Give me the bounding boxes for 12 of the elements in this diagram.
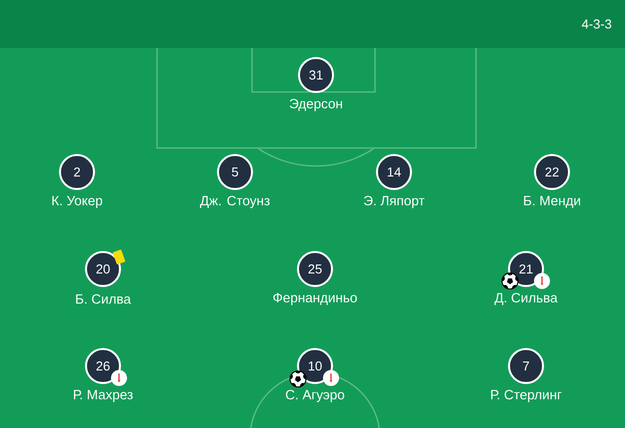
player-name: Фернандиньо <box>273 292 357 306</box>
player-name: С. Агуэро <box>286 390 344 402</box>
player-name: Дж. Стоунз <box>200 196 270 208</box>
formation-label: 4-3-3 <box>582 19 612 29</box>
player-name: Д. Сильва <box>494 292 558 306</box>
player-name: Э. Ляпорт <box>364 196 424 208</box>
player-name: Б. Менди <box>524 196 580 208</box>
player-name: Эдерсон <box>290 98 342 112</box>
player-name: К. Уокер <box>52 196 102 208</box>
player-name: Б. Силва <box>76 294 131 304</box>
player-name: Р. Махрез <box>74 390 133 402</box>
player-name: Р. Стерлинг <box>491 390 562 402</box>
